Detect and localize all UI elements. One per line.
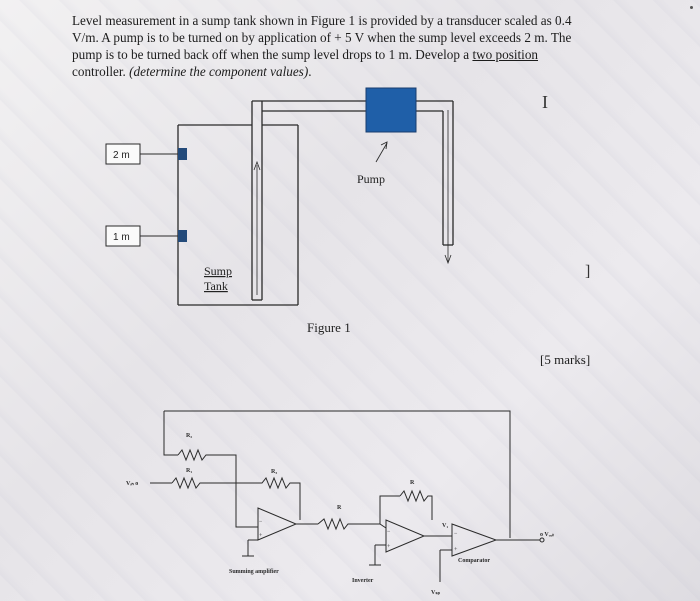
question-line-4-text: controller. bbox=[72, 64, 130, 79]
feedback-wire bbox=[164, 410, 511, 538]
pump-pointer-arrow bbox=[375, 141, 388, 163]
vin-label: Vᵢₙ o bbox=[126, 481, 138, 487]
level-2m-label: 2 m bbox=[113, 150, 130, 161]
comparator-label: Comparator bbox=[458, 558, 490, 564]
r-series-label: R bbox=[337, 505, 342, 511]
question-line-4: controller. (determine the component val… bbox=[72, 63, 592, 80]
inverter-label: Inverter bbox=[352, 578, 374, 584]
question-line-3: pump is to be turned back off when the s… bbox=[72, 46, 592, 63]
figure-caption: Figure 1 bbox=[307, 320, 351, 335]
inverter-amp bbox=[385, 519, 426, 553]
r3-label: R₃ bbox=[271, 469, 277, 475]
v1-label: V₁ bbox=[442, 523, 448, 529]
summing-amp bbox=[257, 507, 298, 541]
r1-label: R₁ bbox=[186, 468, 192, 474]
summing-label: Summing amplifier bbox=[229, 569, 279, 575]
suction-pipe bbox=[251, 101, 263, 301]
r3-resistor bbox=[236, 476, 301, 520]
vout-label: o Vₒᵤₜ bbox=[540, 532, 554, 538]
left-feedback-wire bbox=[163, 411, 178, 456]
svg-text:−: − bbox=[387, 529, 391, 535]
question-line-2: V/m. A pump is to be turned on by applic… bbox=[72, 30, 572, 45]
sensor-1m-box bbox=[178, 230, 187, 242]
r1-resistor bbox=[171, 476, 236, 490]
r-feedback-label: R bbox=[410, 480, 415, 486]
question-text: Level measurement in a sump tank shown i… bbox=[72, 12, 592, 80]
marks-label: [5 marks] bbox=[540, 352, 591, 367]
bracket-mark: ] bbox=[585, 263, 591, 280]
r2-label: R₂ bbox=[186, 433, 192, 439]
vsp-label: Vₛₚ bbox=[431, 590, 441, 596]
comparator-amp bbox=[451, 523, 498, 557]
discharge-pipe bbox=[252, 100, 454, 265]
sump-label: Sump bbox=[204, 264, 232, 278]
r-feedback-resistor bbox=[399, 489, 433, 520]
two-position-link[interactable]: two position bbox=[472, 47, 539, 62]
svg-text:−: − bbox=[259, 519, 263, 525]
question-line-3-text: pump is to be turned back off when the s… bbox=[72, 47, 473, 62]
svg-text:−: − bbox=[454, 531, 458, 537]
level-2m-tag bbox=[105, 143, 141, 165]
level-1m-label: 1 m bbox=[113, 232, 130, 243]
pump-label: Pump bbox=[357, 172, 385, 186]
text-cursor-icon: I bbox=[542, 92, 548, 112]
svg-text:+: + bbox=[454, 547, 458, 553]
dot-mark bbox=[690, 6, 693, 9]
r-series-resistor bbox=[317, 517, 380, 531]
pump-box bbox=[365, 87, 417, 133]
svg-text:+: + bbox=[259, 533, 263, 539]
question-line-4-end: . bbox=[308, 64, 312, 79]
r2-resistor bbox=[177, 448, 237, 478]
level-1m-tag bbox=[105, 225, 141, 247]
sensor-2m-box bbox=[178, 148, 187, 160]
question-line-1: Level measurement in a sump tank shown i… bbox=[72, 13, 572, 28]
svg-text:+: + bbox=[387, 544, 391, 550]
question-hint: (determine the component values) bbox=[129, 64, 309, 79]
tank-label: Tank bbox=[204, 279, 228, 293]
